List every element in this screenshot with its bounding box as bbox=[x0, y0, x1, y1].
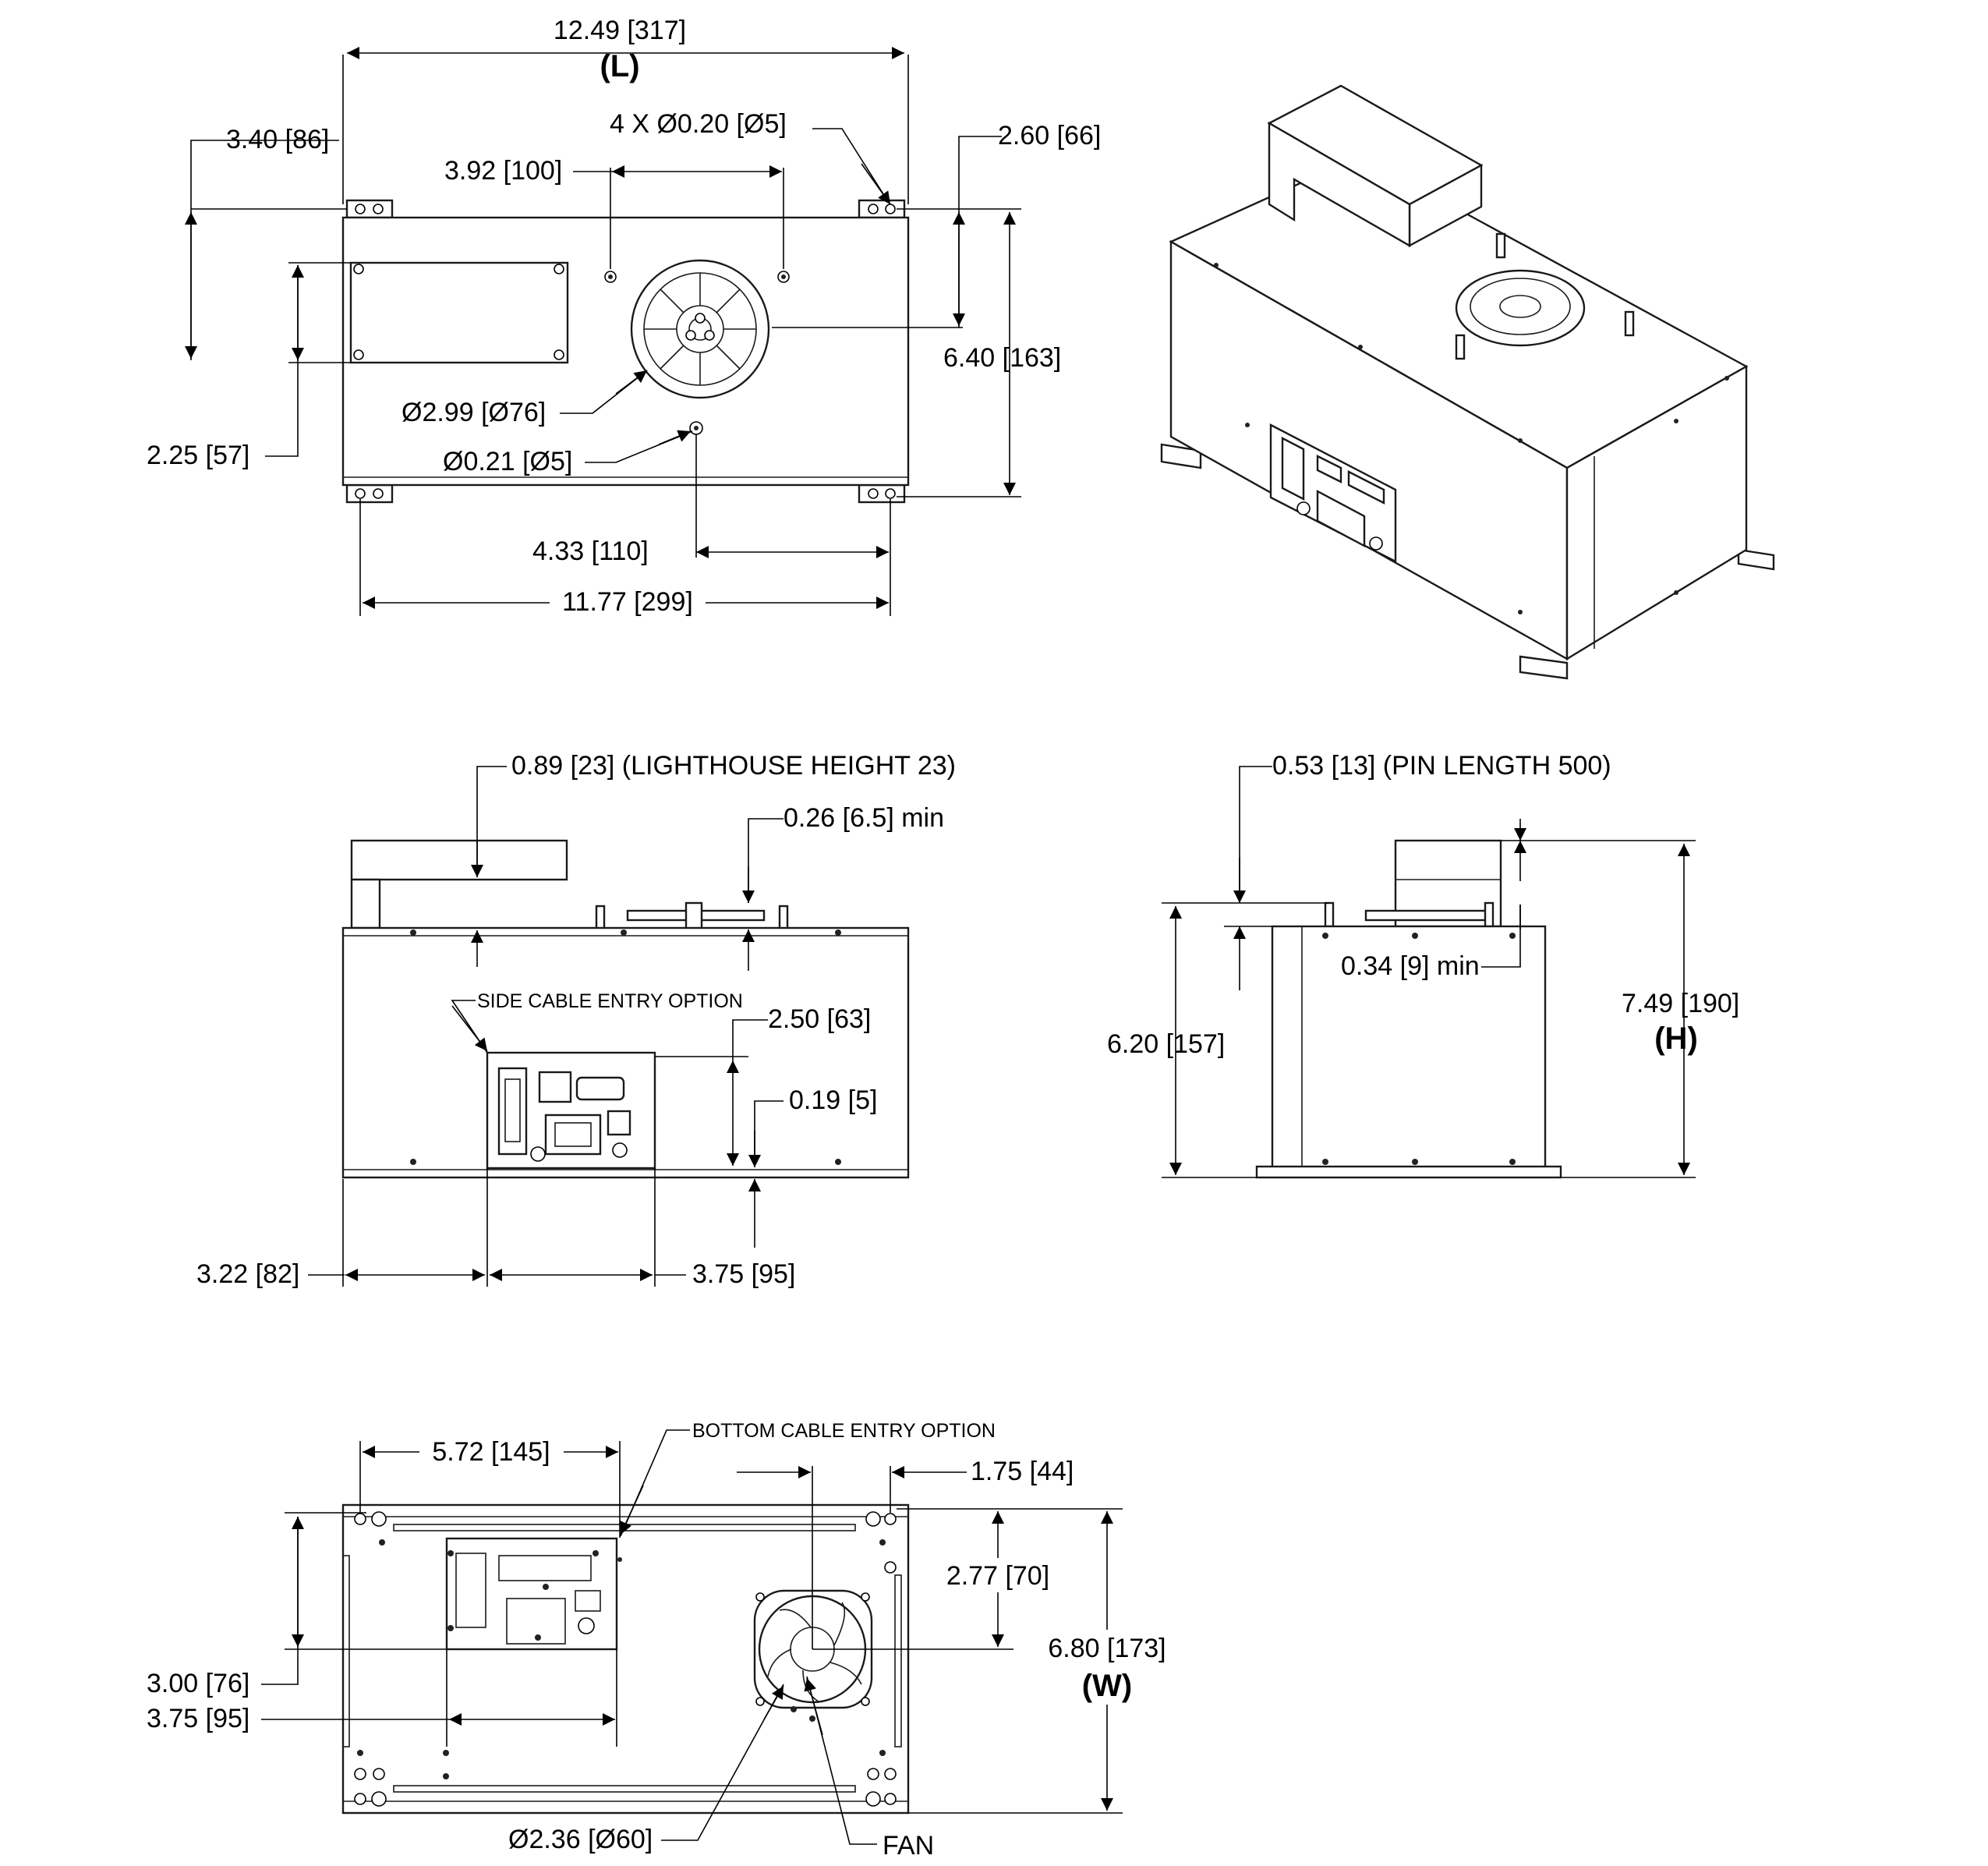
bottom-cable-cutout bbox=[445, 1537, 622, 1651]
front-panel-width-dim: 3.75 [95] bbox=[692, 1259, 795, 1289]
fan-label: FAN bbox=[883, 1831, 934, 1861]
side-body-outline bbox=[1271, 925, 1547, 1177]
side-connector-panel bbox=[486, 1051, 656, 1170]
top-fan-grille bbox=[630, 259, 770, 399]
top-fan-diameter-dim: Ø2.99 [Ø76] bbox=[401, 398, 546, 427]
side-total-height-dim: 7.49 [190] bbox=[1622, 989, 1739, 1018]
front-panel-bottom-dim: 0.19 [5] bbox=[789, 1085, 877, 1115]
height-tag: (H) bbox=[1654, 1022, 1698, 1056]
bottom-fan-diameter-dim: Ø2.36 [Ø60] bbox=[508, 1825, 653, 1854]
top-view: 12.49 [317] (L) 4 X Ø0.20 [Ø5] 3.40 [86]… bbox=[147, 16, 1101, 618]
top-pin-offset-dim: 4.33 [110] bbox=[532, 536, 649, 566]
side-pin-length-dim: 0.53 [13] (PIN LENGTH 500) bbox=[1272, 751, 1611, 781]
bottom-cable-entry-note: BOTTOM CABLE ENTRY OPTION bbox=[692, 1420, 996, 1442]
bottom-width-dim: 6.80 [173] bbox=[1048, 1634, 1166, 1663]
top-left-offset-dim: 3.40 [86] bbox=[226, 125, 329, 154]
bottom-fan-offset-y-dim: 2.77 [70] bbox=[946, 1561, 1049, 1591]
top-holes-dim: 4 X Ø0.20 [Ø5] bbox=[610, 109, 787, 139]
isometric-view bbox=[1160, 84, 1775, 680]
front-panel-height-dim: 2.50 [63] bbox=[768, 1004, 871, 1034]
side-view: 0.53 [13] (PIN LENGTH 500) 0.34 [9] min … bbox=[1107, 751, 1739, 1179]
side-body-height-dim: 6.20 [157] bbox=[1107, 1029, 1225, 1059]
width-tag: (W) bbox=[1082, 1669, 1132, 1703]
bottom-fan-offset-x-dim: 1.75 [44] bbox=[971, 1457, 1074, 1486]
top-panel-height-dim: 2.25 [57] bbox=[147, 441, 249, 470]
top-pin-diameter-dim: Ø0.21 [Ø5] bbox=[443, 447, 572, 476]
bottom-cutout-offset-dim: 5.72 [145] bbox=[432, 1437, 550, 1467]
side-cable-entry-note: SIDE CABLE ENTRY OPTION bbox=[477, 990, 743, 1012]
top-right-offset-dim: 2.60 [66] bbox=[998, 121, 1101, 150]
bottom-cutout-height-dim: 3.00 [76] bbox=[147, 1669, 249, 1698]
top-length-dim: 12.49 [317] bbox=[554, 16, 686, 45]
top-depth-dim: 6.40 [163] bbox=[943, 343, 1061, 373]
front-lighthouse-dim: 0.89 [23] (LIGHTHOUSE HEIGHT 23) bbox=[511, 751, 956, 781]
side-pin-min-dim: 0.34 [9] min bbox=[1341, 951, 1480, 981]
front-pin-min-dim: 0.26 [6.5] min bbox=[784, 803, 944, 833]
top-hole-spacing-dim: 3.92 [100] bbox=[444, 156, 562, 186]
front-panel-left-dim: 3.22 [82] bbox=[196, 1259, 299, 1289]
front-view: 0.89 [23] (LIGHTHOUSE HEIGHT 23) 0.26 [6… bbox=[196, 751, 956, 1289]
bottom-cutout-width-dim: 3.75 [95] bbox=[147, 1704, 249, 1733]
length-tag: (L) bbox=[600, 49, 639, 83]
bottom-view: BOTTOM CABLE ENTRY OPTION 5.72 [145] 1.7… bbox=[147, 1420, 1177, 1861]
top-mount-span-dim: 11.77 [299] bbox=[562, 587, 693, 617]
